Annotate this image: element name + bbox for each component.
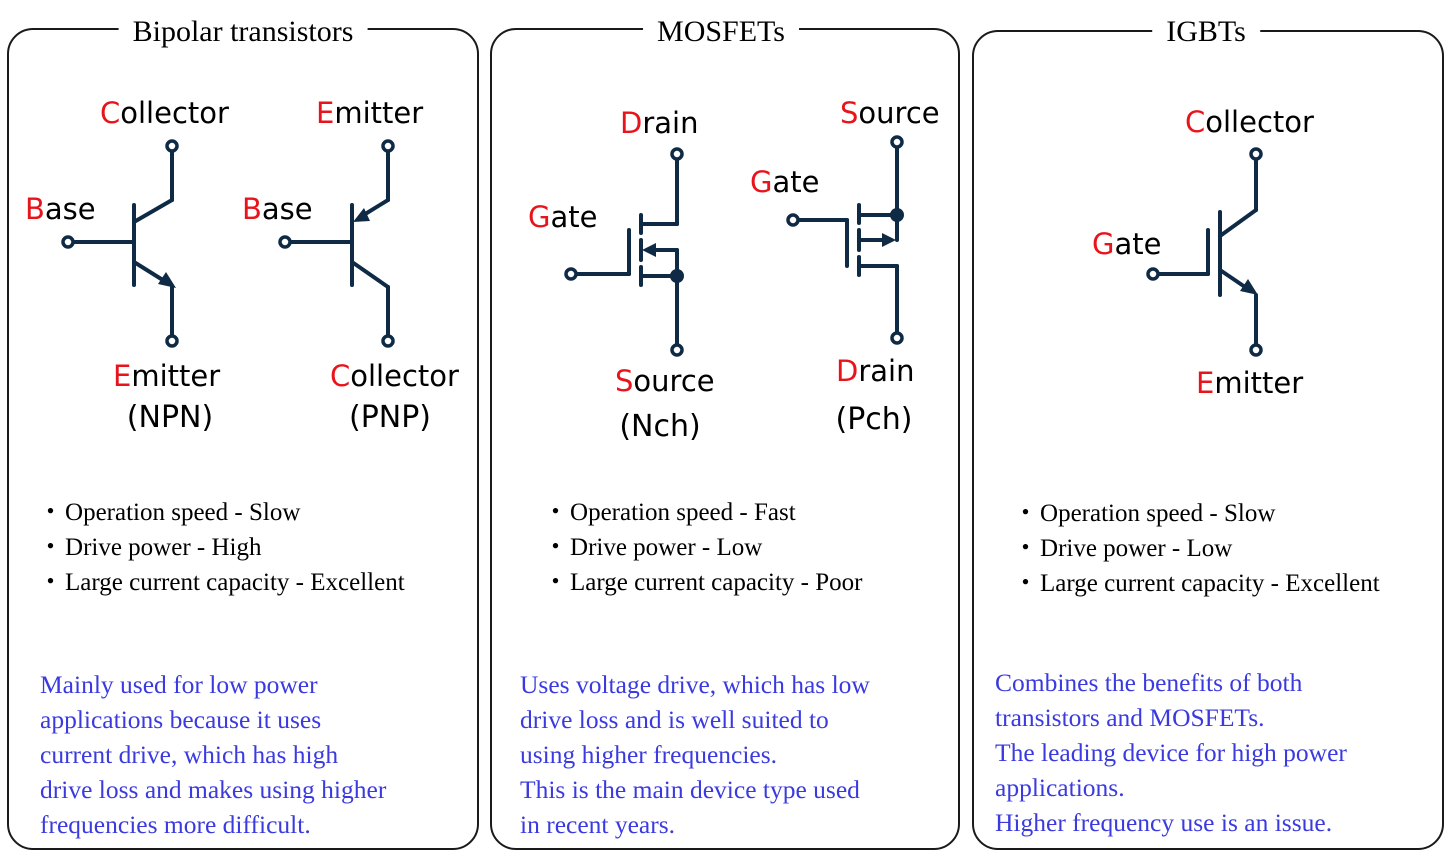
description-line: applications.	[995, 773, 1125, 802]
description-line: drive loss and is well suited to	[520, 705, 829, 734]
property-item: Drive power - Low	[1013, 531, 1380, 566]
igbt-emitter-label: Emitter	[1196, 366, 1304, 400]
property-item: Drive power - Low	[543, 530, 862, 565]
bipolar-properties: Operation speed - Slow Drive power - Hig…	[38, 495, 405, 600]
pch-type-label: (Pch)	[835, 402, 913, 437]
igbt-description: Combines the benefits of both transistor…	[995, 665, 1347, 840]
npn-type-label: (NPN)	[126, 400, 214, 435]
description-line: current drive, which has high	[40, 740, 339, 769]
pch-gate-label: Gate	[750, 165, 820, 199]
nch-gate-label: Gate	[528, 200, 598, 234]
property-item: Operation speed - Fast	[543, 495, 862, 530]
pnp-base-label: Base	[242, 192, 313, 226]
igbt-gate-label: Gate	[1092, 227, 1162, 261]
igbt-collector-label: Collector	[1185, 105, 1314, 139]
mosfet-properties: Operation speed - Fast Drive power - Low…	[543, 495, 862, 600]
description-line: drive loss and makes using higher	[40, 775, 387, 804]
pnp-emitter-label: Emitter	[316, 96, 424, 130]
npn-emitter-label: Emitter	[113, 359, 221, 393]
description-line: applications because it uses	[40, 705, 322, 734]
property-item: Operation speed - Slow	[38, 495, 405, 530]
nch-source-label: Source	[615, 364, 715, 398]
pnp-collector-label: Collector	[330, 359, 459, 393]
property-item: Drive power - High	[38, 530, 405, 565]
property-item: Large current capacity - Excellent	[1013, 566, 1380, 601]
npn-base-label: Base	[25, 192, 96, 226]
panel-title-igbt: IGBTs	[1152, 12, 1260, 52]
description-line: Combines the benefits of both	[995, 668, 1303, 697]
property-item: Large current capacity - Excellent	[38, 565, 405, 600]
pnp-type-label: (PNP)	[348, 400, 432, 435]
description-line: in recent years.	[520, 810, 676, 839]
bipolar-description: Mainly used for low power applications b…	[40, 667, 386, 842]
npn-collector-label: Collector	[100, 96, 229, 130]
description-line: frequencies more difficult.	[40, 810, 311, 839]
description-line: transistors and MOSFETs.	[995, 703, 1265, 732]
description-line: This is the main device type used	[520, 775, 860, 804]
pch-drain-label: Drain	[836, 354, 915, 388]
pch-source-label: Source	[840, 96, 940, 130]
mosfet-description: Uses voltage drive, which has low drive …	[520, 667, 870, 842]
description-line: Uses voltage drive, which has low	[520, 670, 870, 699]
igbt-properties: Operation speed - Slow Drive power - Low…	[1013, 496, 1380, 601]
nch-drain-label: Drain	[620, 106, 699, 140]
panel-title-mosfet: MOSFETs	[643, 12, 799, 52]
nch-type-label: (Nch)	[619, 409, 701, 444]
description-line: Higher frequency use is an issue.	[995, 808, 1333, 837]
description-line: using higher frequencies.	[520, 740, 778, 769]
property-item: Operation speed - Slow	[1013, 496, 1380, 531]
description-line: The leading device for high power	[995, 738, 1347, 767]
property-item: Large current capacity - Poor	[543, 565, 862, 600]
panel-title-bipolar: Bipolar transistors	[118, 12, 368, 52]
description-line: Mainly used for low power	[40, 670, 318, 699]
